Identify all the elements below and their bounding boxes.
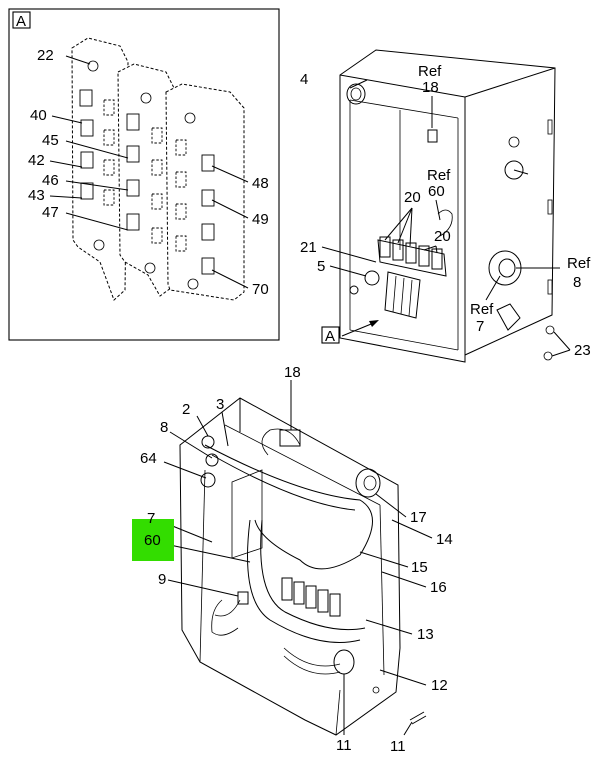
cavity — [79, 89, 93, 107]
detail-inset-a: A — [8, 8, 280, 341]
cavity — [175, 235, 187, 252]
inset-label-47: 47 — [42, 204, 59, 221]
connector-icon — [237, 591, 249, 605]
cavity — [80, 119, 94, 137]
inner-panel — [231, 469, 263, 559]
callout-ref18-num: 18 — [422, 79, 439, 96]
housing-outline — [179, 397, 401, 736]
cavity — [126, 145, 140, 163]
cavity — [126, 179, 140, 197]
callout-ref60-num: 60 — [428, 183, 445, 200]
enclosure-assembly: A 4 Ref 18 Ref 60 20 20 21 5 Ref 8 Ref 7… — [300, 49, 591, 363]
callout-18: 18 — [284, 364, 301, 381]
cavity — [175, 139, 187, 156]
callout-8: 8 — [160, 419, 168, 436]
inset-corner-box — [12, 11, 31, 29]
callout-11a: 11 — [336, 737, 352, 754]
cavity — [126, 213, 140, 231]
plug-icon — [496, 303, 521, 331]
callout-14: 14 — [436, 531, 453, 548]
relay-icon — [279, 429, 301, 447]
callout-11b: 11 — [390, 738, 406, 755]
callout-ref7-num: 7 — [476, 318, 484, 335]
callout-9: 9 — [158, 571, 166, 588]
callout-7: 7 — [147, 510, 155, 527]
harness-assembly: 7 60 18 2 3 8 64 17 14 15 16 9 13 12 11 … — [132, 364, 453, 755]
cavity — [151, 159, 163, 176]
cavity — [201, 189, 215, 207]
inset-label-43: 43 — [28, 187, 45, 204]
callout-15: 15 — [411, 559, 428, 576]
cavity — [151, 127, 163, 144]
callout-64: 64 — [140, 450, 157, 467]
callout-5: 5 — [317, 258, 325, 275]
callout-23: 23 — [574, 342, 591, 359]
mount-hole — [144, 262, 156, 274]
mount-hole — [93, 239, 105, 251]
cavity — [151, 227, 163, 244]
cavity — [201, 223, 215, 241]
callout-ref8-num: 8 — [573, 274, 581, 291]
inset-label-40: 40 — [30, 107, 47, 124]
callout-2: 2 — [182, 401, 190, 418]
callout-21: 21 — [300, 239, 317, 256]
callout-ref8-ref: Ref — [567, 255, 591, 272]
cavity — [103, 129, 115, 146]
inset-label-48: 48 — [252, 175, 269, 192]
cavity — [175, 203, 187, 220]
callout-ref18-ref: Ref — [418, 63, 442, 80]
callout-60-highlight: 60 — [144, 532, 161, 549]
callout-13: 13 — [417, 626, 434, 643]
round-connector-icon — [355, 468, 381, 498]
callout-17: 17 — [410, 509, 427, 526]
grommet-icon — [346, 83, 366, 105]
callout-ref7-ref: Ref — [470, 301, 494, 318]
enclosure-outline — [339, 49, 556, 363]
inset-label-45: 45 — [42, 132, 59, 149]
cavity — [201, 257, 215, 275]
cavity — [103, 99, 115, 116]
terminal-strip — [384, 271, 421, 319]
callout-12: 12 — [431, 677, 448, 694]
cavity — [175, 171, 187, 188]
inset-label-49: 49 — [252, 211, 269, 228]
mount-hole — [184, 112, 196, 124]
inset-label-70: 70 — [252, 281, 269, 298]
cavity — [80, 182, 94, 200]
wire-harness — [204, 444, 373, 570]
relay-icon — [427, 129, 438, 143]
cavity — [126, 113, 140, 131]
inset-label-46: 46 — [42, 172, 59, 189]
inset-label-42: 42 — [28, 152, 45, 169]
callout-16: 16 — [430, 579, 447, 596]
inset-corner-letter: A — [16, 13, 26, 30]
cavity — [103, 159, 115, 176]
cavity — [103, 189, 115, 206]
cavity — [201, 154, 215, 172]
highlight-callout-box — [132, 519, 174, 561]
mount-hole — [187, 278, 199, 290]
mount-hole — [87, 60, 99, 72]
callout-20b: 20 — [434, 228, 451, 245]
fuse-block — [377, 239, 447, 277]
callout-ref60-ref: Ref — [427, 167, 451, 184]
cavity — [80, 151, 94, 169]
callout-3: 3 — [216, 396, 224, 413]
view-letter: A — [325, 328, 335, 345]
inset-label-22: 22 — [37, 47, 54, 64]
callout-4: 4 — [300, 71, 308, 88]
cavity — [151, 193, 163, 210]
callout-20a: 20 — [404, 189, 421, 206]
mount-hole — [140, 92, 152, 104]
